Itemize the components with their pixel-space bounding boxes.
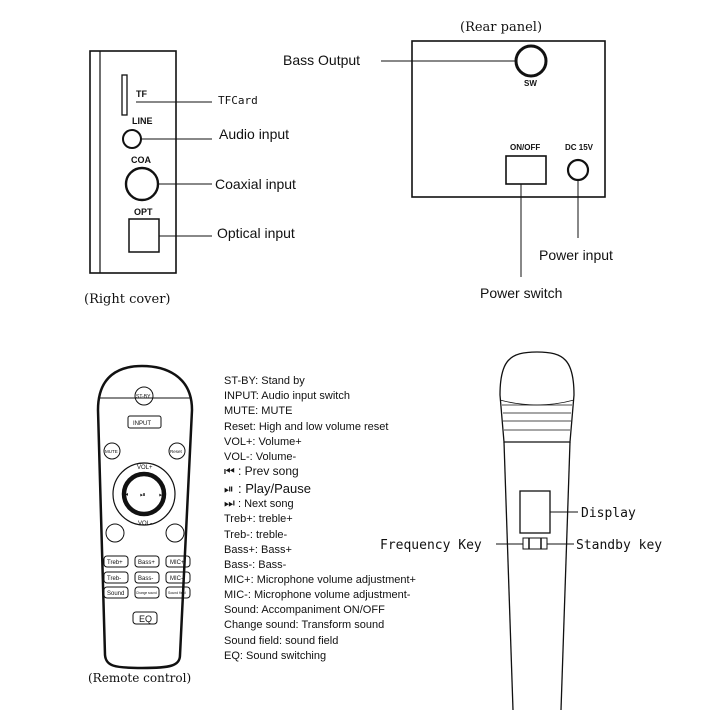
line-port-label: LINE	[132, 116, 153, 126]
remote-control-caption: (Remote control)	[88, 671, 191, 685]
audio-input-label: Audio input	[219, 126, 289, 142]
remote-mute-button: MUTE	[105, 449, 118, 454]
onoff-label: ON/OFF	[510, 143, 540, 152]
legend-line: : Next song	[238, 498, 294, 510]
rear-panel-caption: (Rear panel)	[460, 20, 542, 35]
legend-line: : Play/Pause	[238, 481, 311, 496]
remote-mic-minus-button: MIC-	[170, 576, 183, 582]
coaxial-input-label: Coaxial input	[215, 176, 296, 192]
mic-display-label: Display	[581, 506, 636, 521]
rear-panel-box	[381, 40, 606, 277]
tf-slot-label: TF	[136, 89, 147, 99]
remote-play-pause-icon: ⏯	[140, 492, 146, 499]
legend-line: Treb+: treble+	[224, 513, 293, 525]
legend-line: MUTE: MUTE	[224, 405, 292, 417]
right-cover-panel	[89, 50, 212, 274]
legend-play-pause-icon: ⏯	[224, 482, 234, 496]
remote-input-button: INPUT	[133, 421, 151, 427]
legend-line: VOL+: Volume+	[224, 436, 302, 448]
bass-output-label: Bass Output	[283, 52, 360, 68]
remote-mic-plus-button: MIC+	[170, 560, 185, 566]
remote-vol-plus-button: VOL+	[137, 465, 153, 471]
remote-sound-field-button: Sound field	[168, 591, 186, 595]
coa-port-label: COA	[131, 155, 152, 165]
legend-prev-icon: ⏮	[224, 464, 235, 478]
tfcard-label: TFCard	[218, 94, 258, 107]
remote-sound-button: Sound	[107, 591, 124, 597]
legend-line: VOL-: Volume-	[224, 451, 296, 463]
opt-port-label: OPT	[134, 207, 153, 217]
right-cover-caption: (Right cover)	[84, 292, 171, 307]
remote-body	[96, 364, 194, 670]
remote-bass-minus-button: Bass-	[138, 576, 153, 582]
sw-label: SW	[524, 79, 537, 88]
power-input-label: Power input	[539, 247, 613, 263]
legend-line: Bass+: Bass+	[224, 544, 292, 556]
remote-vol-minus-button: VOL-	[138, 521, 152, 527]
legend-line: MIC-: Microphone volume adjustment-	[224, 589, 411, 601]
remote-change-sound-button: Change sound	[136, 591, 157, 595]
power-switch-label: Power switch	[480, 285, 562, 301]
remote-eq-button: EQ	[139, 614, 152, 624]
legend-line: ST-BY: Stand by	[224, 375, 305, 387]
remote-reset-button: Reset	[170, 449, 183, 454]
microphone-drawing	[496, 351, 578, 711]
legend-line: Bass-: Bass-	[224, 559, 287, 571]
legend-line: MIC+: Microphone volume adjustment+	[224, 574, 416, 586]
remote-next-icon: ⏭	[159, 492, 166, 499]
remote-stby-button: ST-BY	[136, 394, 151, 400]
legend-line: EQ: Sound switching	[224, 650, 326, 662]
dc-input-label: DC 15V	[565, 143, 594, 152]
legend-line: Reset: High and low volume reset	[224, 421, 388, 433]
remote-treb-minus-button: Treb-	[107, 576, 121, 582]
remote-button-shapes	[103, 386, 191, 625]
remote-prev-icon: ⏮	[122, 492, 128, 499]
remote-legend: ST-BY: Stand by INPUT: Audio input switc…	[224, 375, 416, 662]
legend-line: Sound field: sound field	[224, 635, 338, 647]
legend-line: Change sound: Transform sound	[224, 619, 384, 631]
legend-line: : Prev song	[238, 464, 299, 478]
legend-next-icon: ⏭	[224, 496, 235, 510]
remote-treb-plus-button: Treb+	[107, 560, 123, 566]
legend-line: INPUT: Audio input switch	[224, 390, 350, 402]
legend-line: Treb-: treble-	[224, 529, 288, 541]
legend-line: Sound: Accompaniment ON/OFF	[224, 604, 385, 616]
remote-bass-plus-button: Bass+	[138, 560, 155, 566]
mic-standby-key-label: Standby key	[576, 538, 662, 553]
optical-input-label: Optical input	[217, 225, 295, 241]
mic-frequency-key-label: Frequency Key	[380, 538, 482, 553]
